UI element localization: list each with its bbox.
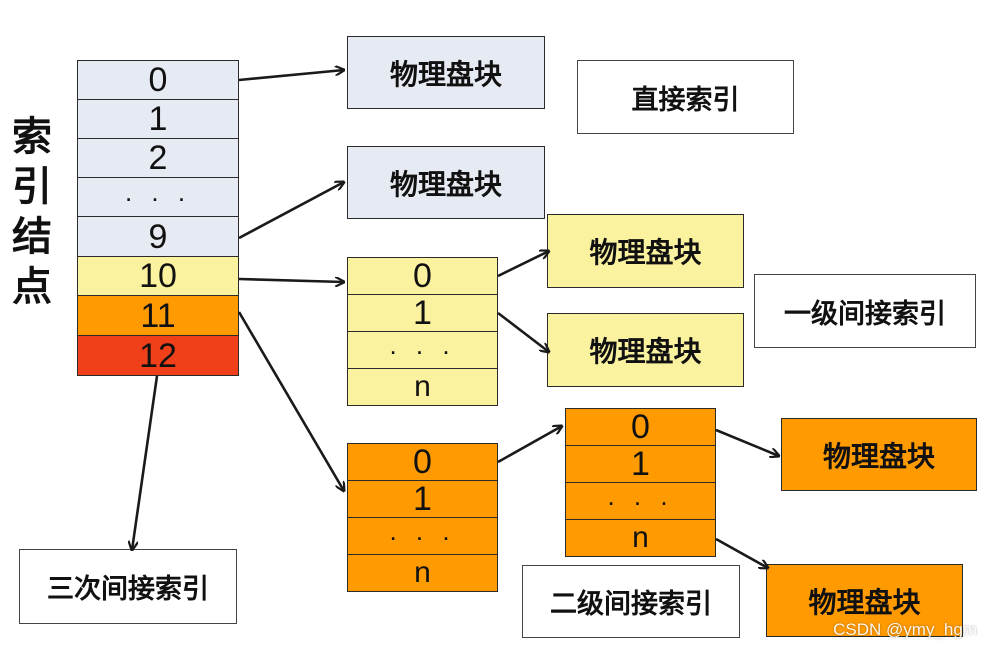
arrow-level1-1-to-block xyxy=(497,311,549,352)
arrow-entry12-to-level3 xyxy=(132,375,159,550)
level1-physical-block-2: 物理盘块 xyxy=(547,313,744,387)
level2-second-entry-ellipsis: . . . xyxy=(565,482,716,520)
level1-physical-block-1: 物理盘块 xyxy=(547,214,744,288)
level1-entry-n: n xyxy=(347,368,498,406)
level2-physical-block-1: 物理盘块 xyxy=(781,418,977,491)
index-entry-10: 10 xyxy=(77,256,239,296)
arrow-level1-0-to-block xyxy=(497,251,549,278)
direct-physical-block-1: 物理盘块 xyxy=(347,36,545,109)
arrow-level2-second-n-to-block xyxy=(715,537,768,568)
level2-second-entry-n: n xyxy=(565,519,716,557)
arrow-entry11-to-level2 xyxy=(237,311,344,491)
arrow-level2-second-0-to-block xyxy=(715,428,779,456)
index-node-label: 索 引 结 点 xyxy=(12,114,52,310)
index-entry-12: 12 xyxy=(77,335,239,376)
level2-second-entry-1: 1 xyxy=(565,445,716,483)
level1-index-label: 一级间接索引 xyxy=(754,274,976,348)
level2-physical-block-2: 物理盘块 xyxy=(766,564,963,637)
level3-index-label: 三次间接索引 xyxy=(19,549,237,624)
index-entry-11: 11 xyxy=(77,295,239,336)
index-entry-2: 2 xyxy=(77,138,239,178)
arrow-entry10-to-level1 xyxy=(238,279,344,282)
level1-entry-0: 0 xyxy=(347,257,498,295)
arrow-level2-first-0-to-second xyxy=(497,426,562,464)
arrow-entry9-to-block xyxy=(238,182,344,240)
arrow-entry0-to-block xyxy=(238,70,344,82)
direct-index-label: 直接索引 xyxy=(577,60,794,134)
watermark: CSDN @ymy_hgm xyxy=(833,620,977,639)
level2-first-entry-n: n xyxy=(347,554,498,592)
level2-first-entry-ellipsis: . . . xyxy=(347,517,498,555)
level1-entry-1: 1 xyxy=(347,294,498,332)
index-entry-ellipsis: . . . xyxy=(77,177,239,217)
index-entry-0: 0 xyxy=(77,60,239,100)
direct-physical-block-2: 物理盘块 xyxy=(347,146,545,219)
level2-second-entry-0: 0 xyxy=(565,408,716,446)
level2-first-entry-1: 1 xyxy=(347,480,498,518)
level2-index-label: 二级间接索引 xyxy=(522,565,740,638)
